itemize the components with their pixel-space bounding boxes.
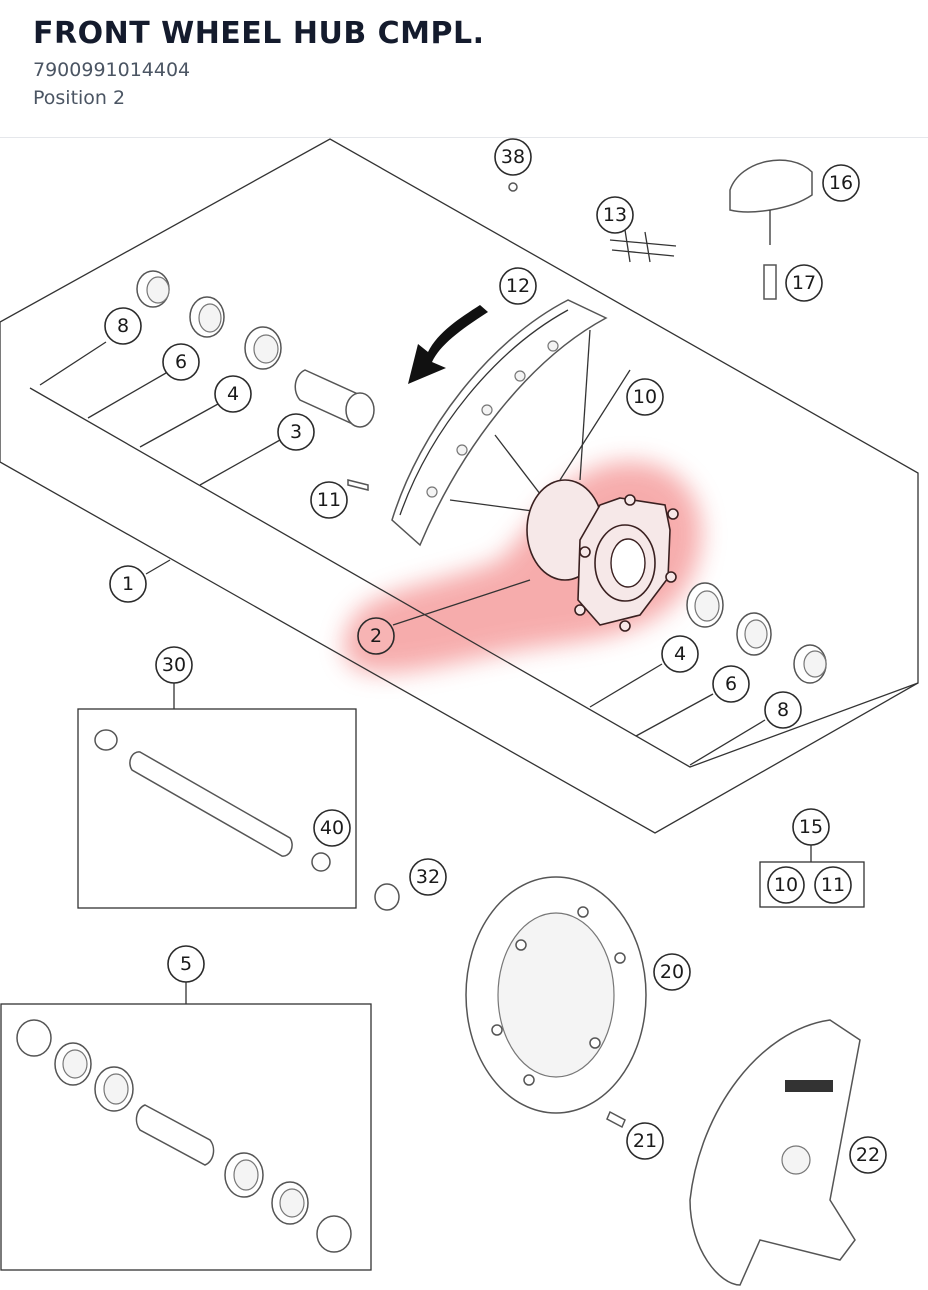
bolt-part	[763, 264, 777, 300]
callout-6-right[interactable]: 6	[712, 665, 750, 703]
callout-1[interactable]: 1	[109, 565, 147, 603]
callout-5[interactable]: 5	[167, 945, 205, 983]
callout-10-set[interactable]: 10	[767, 866, 805, 904]
svg-text:11: 11	[317, 489, 341, 511]
screw-21-part	[606, 1110, 626, 1129]
callout-8[interactable]: 8	[104, 307, 142, 345]
svg-text:8: 8	[117, 315, 129, 337]
page-title: FRONT WHEEL HUB CMPL.	[33, 16, 485, 51]
svg-text:22: 22	[856, 1144, 880, 1166]
svg-text:11: 11	[821, 874, 845, 896]
svg-text:4: 4	[674, 643, 686, 665]
part-number: 7900991014404	[33, 59, 191, 81]
svg-text:12: 12	[506, 275, 530, 297]
svg-text:1: 1	[122, 573, 134, 595]
callout-32[interactable]: 32	[409, 858, 447, 896]
callout-38[interactable]: 38	[494, 138, 532, 176]
callout-10[interactable]: 10	[626, 378, 664, 416]
svg-text:15: 15	[799, 816, 823, 838]
svg-text:8: 8	[777, 699, 789, 721]
svg-text:6: 6	[175, 351, 187, 373]
callout-3[interactable]: 3	[277, 413, 315, 451]
callout-15[interactable]: 15	[792, 808, 830, 846]
callout-17[interactable]: 17	[785, 264, 823, 302]
callout-4[interactable]: 4	[214, 375, 252, 413]
svg-text:2: 2	[370, 625, 382, 647]
direction-arrow-icon	[408, 305, 488, 384]
spoke-set-box	[759, 861, 865, 908]
callout-4-right[interactable]: 4	[661, 635, 699, 673]
callout-6[interactable]: 6	[162, 343, 200, 381]
svg-text:4: 4	[227, 383, 239, 405]
svg-text:13: 13	[603, 204, 627, 226]
rim-and-spokes	[391, 299, 631, 547]
svg-text:21: 21	[633, 1130, 657, 1152]
nipple-part	[508, 182, 518, 192]
svg-text:5: 5	[180, 953, 192, 975]
callout-21[interactable]: 21	[626, 1122, 664, 1160]
svg-text:17: 17	[792, 272, 816, 294]
svg-text:30: 30	[162, 654, 186, 676]
wheel-assembly-frame	[0, 138, 919, 834]
callout-22[interactable]: 22	[849, 1136, 887, 1174]
callout-11[interactable]: 11	[310, 481, 348, 519]
callout-16[interactable]: 16	[822, 164, 860, 202]
axle-kit-box	[77, 708, 357, 909]
stand-part	[729, 159, 813, 213]
bearing-stack-right	[686, 582, 827, 684]
svg-text:6: 6	[725, 673, 737, 695]
svg-text:16: 16	[829, 172, 853, 194]
disc-guard	[689, 1019, 861, 1286]
callout-8-right[interactable]: 8	[764, 691, 802, 729]
callout-11-set[interactable]: 11	[814, 866, 852, 904]
svg-text:10: 10	[774, 874, 798, 896]
valve-part	[347, 479, 369, 491]
svg-text:10: 10	[633, 386, 657, 408]
svg-text:38: 38	[501, 146, 525, 168]
bearing-kit-box	[0, 1003, 372, 1271]
callout-2[interactable]: 2	[357, 617, 395, 655]
spoke-nipple-strip	[609, 229, 677, 263]
position-label: Position 2	[33, 87, 126, 109]
page-header: FRONT WHEEL HUB CMPL. 7900991014404 Posi…	[0, 0, 928, 138]
svg-text:20: 20	[660, 961, 684, 983]
callout-20[interactable]: 20	[653, 953, 691, 991]
callout-40[interactable]: 40	[313, 809, 351, 847]
svg-text:3: 3	[290, 421, 302, 443]
spacer-32-part	[374, 883, 400, 911]
axle-parts	[94, 729, 331, 872]
callout-30[interactable]: 30	[155, 646, 193, 684]
callout-13[interactable]: 13	[596, 196, 634, 234]
brake-disc	[465, 876, 647, 1114]
front-wheel-hub	[526, 479, 679, 632]
callout-12[interactable]: 12	[499, 267, 537, 305]
svg-text:40: 40	[320, 817, 344, 839]
bearing-kit-parts	[16, 1019, 352, 1253]
svg-text:32: 32	[416, 866, 440, 888]
leader-lines	[39, 341, 812, 1004]
bearing-stack-left	[136, 270, 375, 428]
assembly-inner-line	[29, 387, 919, 768]
